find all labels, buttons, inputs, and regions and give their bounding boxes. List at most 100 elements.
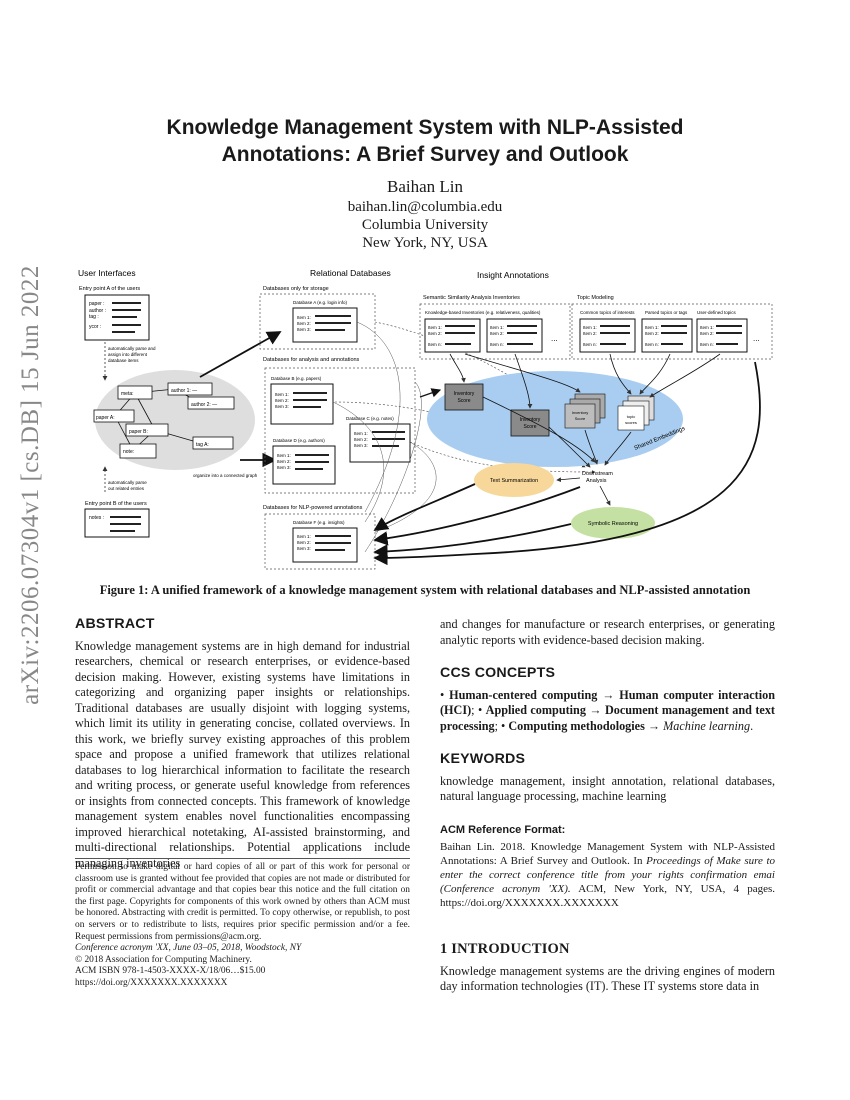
db-f-scribbles bbox=[315, 535, 351, 551]
db-d-label: Database D (e.g. authors) bbox=[273, 438, 325, 443]
acm-reference-text: Baihan Lin. 2018. Knowledge Management S… bbox=[440, 841, 776, 909]
db-b-item3: Item 3: bbox=[275, 404, 289, 409]
arrow-to-symbolic bbox=[599, 485, 611, 506]
kb-ellipsis: ... bbox=[551, 334, 558, 343]
abstract-continuation: and changes for manufacture or research … bbox=[440, 617, 775, 647]
topic-group bbox=[571, 303, 773, 360]
abstract-heading: ABSTRACT bbox=[75, 616, 155, 632]
ui-header: User Interfaces bbox=[78, 268, 136, 278]
feedback-arrows bbox=[373, 361, 761, 566]
acm-reference-heading: ACM Reference Format: bbox=[440, 823, 566, 836]
kb-table-1 bbox=[424, 318, 481, 353]
db-d-scribbles bbox=[295, 454, 329, 470]
kb2-itemn: Item n: bbox=[490, 342, 504, 347]
left-column: ABSTRACT Knowledge management systems ar… bbox=[75, 616, 410, 871]
arrow-to-textsum bbox=[556, 477, 581, 483]
inventory-score-stack bbox=[564, 393, 606, 429]
text-summarization-label: Text Summarization bbox=[490, 478, 538, 484]
topic-scores-label-a: topic bbox=[627, 414, 635, 419]
db-f-table bbox=[292, 527, 358, 563]
kb-inventories-label: Knowledge-based Inventories (e.g. relati… bbox=[425, 310, 541, 315]
node-note: note: bbox=[123, 449, 134, 455]
form-ycor-label: ycor : bbox=[89, 324, 101, 330]
db-d-table bbox=[272, 445, 336, 485]
db-d-item2: Item 2: bbox=[277, 459, 291, 464]
sim-header: Semantic Similarity Analysis Inventories bbox=[423, 295, 520, 301]
auto-parse-1: automatically parse and bbox=[108, 346, 156, 351]
db-a-item2: Item 2: bbox=[297, 321, 311, 326]
kb1-itemn: Item n: bbox=[428, 342, 442, 347]
tp3-scribbles bbox=[716, 325, 742, 345]
footnote-rule bbox=[75, 858, 410, 859]
tp1-item2: Item 2: bbox=[583, 331, 597, 336]
entry-a-scribbles bbox=[112, 302, 141, 333]
downstream-label-a: Downstream bbox=[582, 471, 613, 477]
kb2-item1: Item 1: bbox=[490, 325, 504, 330]
keywords-section: KEYWORDS knowledge management, insight a… bbox=[440, 751, 775, 805]
shared-embeddings-area bbox=[427, 371, 683, 467]
rdb-header: Relational Databases bbox=[310, 268, 391, 278]
entry-a-label: Entry point A of the users bbox=[79, 286, 140, 292]
author-name: Baihan Lin bbox=[386, 177, 463, 196]
inventory-score-1 bbox=[444, 383, 484, 411]
introduction-heading: 1 INTRODUCTION bbox=[440, 941, 570, 957]
db-a-item1: Item 1: bbox=[297, 315, 311, 320]
form-notes-label: notes : bbox=[89, 515, 104, 521]
db-f-label: Database F (e.g. insights) bbox=[293, 520, 345, 525]
node-meta: meta: bbox=[121, 391, 134, 397]
sim-group bbox=[419, 303, 571, 360]
db-a-table bbox=[292, 307, 358, 343]
abstract-text: Knowledge management systems are in high… bbox=[75, 638, 410, 870]
tp1-itemn: Item n: bbox=[583, 342, 597, 347]
topic-table-3 bbox=[696, 318, 748, 353]
text-summarization-node bbox=[474, 463, 554, 497]
auto-parse-2: assign into different bbox=[108, 352, 148, 357]
db-b-item2: Item 2: bbox=[275, 398, 289, 403]
kb2-scribbles bbox=[507, 325, 537, 345]
db-f-item2: Item 2: bbox=[297, 540, 311, 545]
footnote-isbn: ACM ISBN 978-1-4503-XXXX-X/18/06…$15.00 bbox=[75, 966, 266, 977]
entry-b-label: Entry point B of the users bbox=[85, 501, 147, 507]
db-b-label: Database B (e.g. papers) bbox=[271, 376, 322, 381]
form-author-label: author : bbox=[89, 308, 106, 314]
title-line-2: Annotations: A Brief Survey and Outlook bbox=[221, 143, 629, 166]
inv3-label-b: Score bbox=[575, 416, 586, 421]
downstream-label-b: Analysis bbox=[586, 478, 607, 484]
inventory-score-2 bbox=[510, 409, 550, 437]
keywords-text: knowledge management, insight annotation… bbox=[440, 773, 775, 804]
db-c-item2: Item 2: bbox=[354, 437, 368, 442]
author-block: Baihan Lin baihan.lin@columbia.edu Colum… bbox=[75, 178, 775, 252]
ccs-section: CCS CONCEPTS • Human-centered computing … bbox=[440, 665, 775, 734]
node-paperB: paper B: bbox=[129, 429, 148, 435]
ccs-text: • Human-centered computing → Human compu… bbox=[440, 687, 775, 733]
inv1-label-b: Score bbox=[457, 398, 470, 404]
db-a-scribbles bbox=[315, 315, 351, 331]
user-topics-label: User-defined topics bbox=[697, 310, 737, 315]
db-c-item1: Item 1: bbox=[354, 431, 368, 436]
kb-table-2 bbox=[486, 318, 543, 353]
introduction-text: Knowledge management systems are the dri… bbox=[440, 963, 775, 994]
db-c-table bbox=[349, 423, 411, 463]
form-paper-label: paper : bbox=[89, 301, 105, 307]
symbolic-reasoning-node bbox=[571, 507, 655, 539]
db-c-item3: Item 3: bbox=[354, 443, 368, 448]
parsed-topics-label: Parsed topics or tags bbox=[645, 310, 688, 315]
inv3-label-a: Inventory bbox=[572, 410, 588, 415]
tp2-itemn: Item n: bbox=[645, 342, 659, 347]
topic-scores-stack bbox=[617, 395, 655, 431]
arrow-ui-to-storage bbox=[199, 331, 282, 378]
db-f-item1: Item 1: bbox=[297, 534, 311, 539]
organize-label: organize into a connected graph bbox=[193, 473, 258, 478]
node-author1: author 1: — bbox=[171, 388, 197, 394]
footnote-conference: Conference acronym 'XX, June 03–05, 2018… bbox=[75, 943, 302, 954]
ccs-heading: CCS CONCEPTS bbox=[440, 665, 556, 681]
topic-table-1 bbox=[579, 318, 636, 353]
topic-table-2 bbox=[641, 318, 693, 353]
topic-scores-label-b: scores bbox=[625, 420, 637, 425]
db-a-item3: Item 3: bbox=[297, 327, 311, 332]
author-location: New York, NY, USA bbox=[362, 235, 488, 251]
db-c-scribbles bbox=[372, 431, 405, 447]
common-topics-label: Common topics of interests bbox=[580, 310, 635, 315]
db-b-scribbles bbox=[293, 392, 327, 408]
inv2-label-b: Score bbox=[523, 424, 536, 430]
